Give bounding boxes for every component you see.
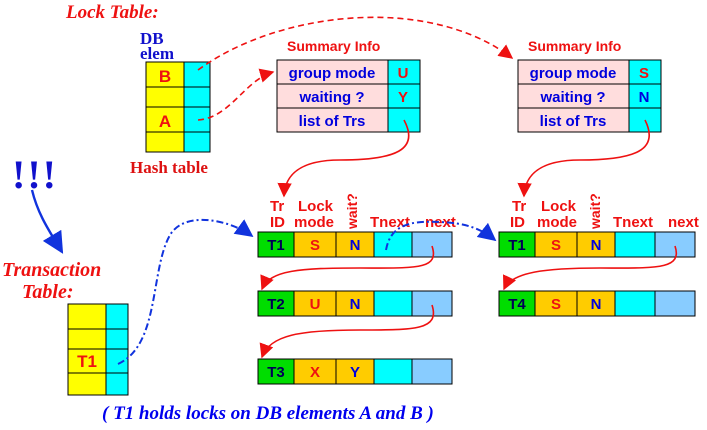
header-tnext: Tnext [613,214,653,231]
summary-2-title: Summary Info [528,38,621,54]
lock-node-t3: T3 X Y [257,358,453,385]
arrow-tnext-t1a-to-t1b [385,220,497,251]
lock-node-t1-a: T1 S N [257,231,453,258]
summary-info-2: group mode S waiting ? N list of Trs [517,59,662,133]
list-1-headers: Tr ID Lock mode wait? Tnext next [270,193,456,231]
list-2-headers: Tr ID Lock mode wait? Tnext next [510,193,699,231]
header-next: next [668,214,699,231]
header-tr-id-line2: ID [510,214,525,231]
node-mode: S [310,237,320,254]
arrow-t1a-next-to-t2 [260,245,435,291]
arrow-hash-a-to-summary-1 [197,68,275,121]
header-wait: wait? [344,193,360,230]
arrow-hash-b-to-summary-2 [197,16,514,71]
header-lock-mode-line2: mode [294,214,334,231]
arrow-exclamation-to-transaction-table [30,189,64,254]
header-tr-id-line1: Tr [512,198,526,215]
header-tnext: Tnext [370,214,410,231]
header-wait: wait? [587,193,603,230]
node-wait: Y [350,364,360,381]
lock-table-title: Lock Table: [65,2,159,23]
hash-row-A: A [159,112,171,131]
node-mode: S [551,237,561,254]
node-tr: T1 [508,237,526,254]
header-lock-mode-line1: Lock [541,198,577,215]
summary-2-value-waiting: N [639,89,650,106]
node-tr: T3 [267,364,285,381]
lock-node-t1-b: T1 S N [498,231,696,258]
node-wait: N [350,296,361,313]
node-mode: S [551,296,561,313]
summary-2-row-list: list of Trs [540,113,607,130]
node-mode: U [310,296,321,313]
hash-row-B: B [159,67,171,86]
lock-node-t4: T4 S N [498,290,696,317]
transaction-table-title-line2: Table: [22,281,73,303]
hash-table: B A [145,61,211,153]
db-elem-label-line1: DB [140,29,164,48]
summary-info-1: group mode U waiting ? Y list of Trs [276,59,421,133]
transaction-row-T1: T1 [77,352,97,371]
transaction-table-title-line1: Transaction [2,259,101,281]
node-tr: T1 [267,237,285,254]
arrow-t1b-next-to-t4 [503,245,678,291]
arrow-summary-2-to-list [517,119,651,198]
summary-1-row-group-mode: group mode [289,65,376,82]
arrow-summary-1-to-list [277,119,410,198]
node-wait: N [591,237,602,254]
header-next: next [425,214,456,231]
summary-2-row-waiting: waiting ? [540,89,606,106]
header-lock-mode-line1: Lock [298,198,334,215]
header-tr-id-line1: Tr [270,198,284,215]
node-tr: T2 [267,296,285,313]
summary-1-row-list: list of Trs [299,113,366,130]
summary-1-row-waiting: waiting ? [299,89,365,106]
summary-1-title: Summary Info [287,38,380,54]
caption: ( T1 holds locks on DB elements A and B … [102,403,434,424]
lock-node-t2: T2 U N [257,290,453,317]
exclamation-marks: !!! [12,152,58,197]
header-lock-mode-line2: mode [537,214,577,231]
arrow-transaction-t1-to-lock-node [117,218,254,365]
arrow-t2-next-to-t3 [259,304,435,359]
transaction-table: T1 [67,303,129,396]
summary-1-value-waiting: Y [398,89,408,106]
db-elem-label-line2: elem [140,44,174,63]
node-mode: X [310,364,320,381]
header-tr-id-line2: ID [270,214,285,231]
summary-1-value-group-mode: U [398,65,409,82]
node-wait: N [350,237,361,254]
node-wait: N [591,296,602,313]
hash-table-label: Hash table [130,158,208,177]
node-tr: T4 [508,296,526,313]
summary-2-value-group-mode: S [639,65,649,82]
summary-2-row-group-mode: group mode [530,65,617,82]
